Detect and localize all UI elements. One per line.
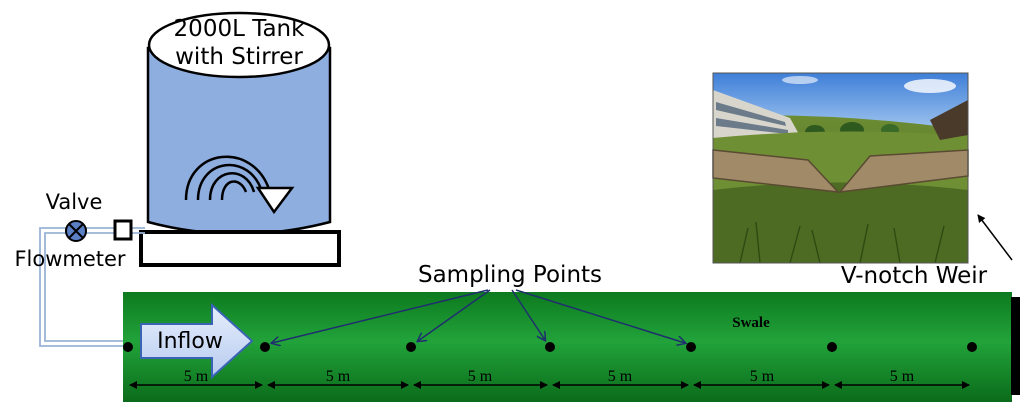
tank-stand [139, 230, 341, 267]
distance-label: 5 m [608, 368, 633, 385]
inflow-label: Inflow [157, 329, 223, 354]
tank-label-line2: with Stirrer [175, 44, 303, 70]
weir-end-wall [1011, 297, 1020, 395]
sampling-point [545, 342, 555, 352]
swale-label: Swale [732, 315, 770, 331]
distance-label: 5 m [326, 368, 351, 385]
sampling-point [260, 342, 270, 352]
inflow-arrow: Inflow [140, 302, 254, 380]
distance-label: 5 m [468, 368, 493, 385]
sampling-points-label: Sampling Points [418, 262, 602, 288]
flowmeter-box-icon [113, 219, 133, 241]
distance-labels: 5 m 5 m 5 m 5 m 5 m 5 m [184, 368, 915, 385]
flowmeter-label: Flowmeter [14, 247, 125, 271]
inlet-point [123, 342, 133, 352]
valve-label: Valve [46, 190, 103, 214]
sampling-point [827, 342, 837, 352]
sampling-point [686, 342, 696, 352]
sampling-arrows [272, 289, 685, 343]
distance-label: 5 m [184, 368, 209, 385]
sampling-point [406, 342, 416, 352]
tank: 2000L Tank with Stirrer [139, 11, 341, 267]
tank-lid [147, 11, 331, 79]
weir-photo [712, 72, 969, 264]
tank-label-line1: 2000L Tank [174, 16, 306, 42]
distance-label: 5 m [890, 368, 915, 385]
inflow-pipe [39, 227, 145, 347]
valve-cross-icon [65, 220, 87, 242]
weir-label: V-notch Weir [841, 263, 988, 289]
stirrer-icon [184, 155, 295, 215]
sampling-point [967, 342, 977, 352]
sampling-points [123, 342, 977, 352]
weir-pointer-arrow [977, 214, 1013, 261]
distance-label: 5 m [750, 368, 775, 385]
